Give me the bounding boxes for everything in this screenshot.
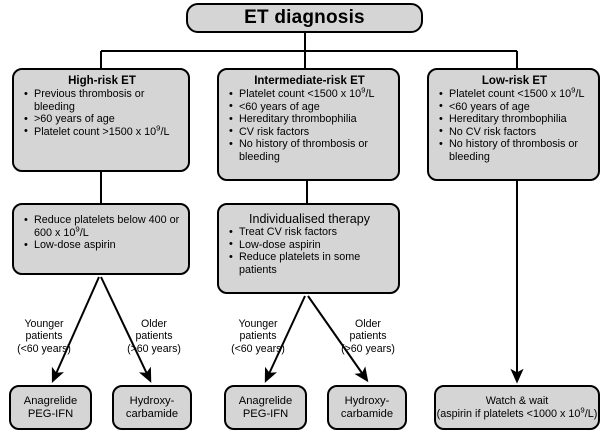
high-risk-treatment-box: Reduce platelets below 400 or 600 x 109/… bbox=[12, 203, 190, 275]
list-item: No history of thrombosis or bleeding bbox=[228, 138, 391, 163]
list-item: Hereditary thrombophilia bbox=[228, 113, 391, 126]
page-title: ET diagnosis bbox=[244, 7, 365, 28]
list-item: Low-dose aspirin bbox=[23, 239, 181, 252]
intermediate-risk-title: Intermediate-risk ET bbox=[254, 75, 365, 87]
outcome-box-left-anagrelide: Anagrelide PEG-IFN bbox=[9, 385, 92, 430]
list-item: Hereditary thrombophilia bbox=[438, 113, 591, 126]
intermediate-risk-criteria-list: Platelet count <1500 x 109/L <60 years o… bbox=[228, 86, 391, 164]
list-item: Platelet count <1500 x 109/L bbox=[228, 86, 391, 101]
branch-label-left-older: Older patients (>60 years) bbox=[127, 318, 181, 355]
low-risk-box: Low-risk ET Platelet count <1500 x 109/L… bbox=[427, 68, 600, 181]
outcome-label: Hydroxy- carbamide bbox=[340, 394, 394, 420]
outcome-box-middle-hydroxycarbamide: Hydroxy- carbamide bbox=[327, 385, 407, 430]
list-item: <60 years of age bbox=[438, 100, 591, 114]
diagnosis-title-box: ET diagnosis bbox=[186, 3, 423, 33]
list-item: Low-dose aspirin bbox=[228, 238, 391, 252]
outcome-box-watch-and-wait: Watch & wait(aspirin if platelets <1000 … bbox=[434, 385, 600, 430]
low-risk-title: Low-risk ET bbox=[481, 75, 548, 87]
branch-label-middle-older: Older patients (>60 years) bbox=[341, 318, 395, 355]
outcome-label: Hydroxy- carbamide bbox=[125, 394, 179, 420]
list-item: >60 years of age bbox=[23, 113, 181, 126]
individualised-therapy-box: Individualised therapy Treat CV risk fac… bbox=[217, 203, 400, 294]
outcome-label: Anagrelide PEG-IFN bbox=[23, 394, 78, 420]
outcome-label: Anagrelide PEG-IFN bbox=[238, 394, 293, 420]
high-risk-box: High-risk ET Previous thrombosis or blee… bbox=[12, 68, 190, 172]
list-item: Previous thrombosis or bleeding bbox=[23, 87, 181, 113]
list-item: No history of thrombosis or bleeding bbox=[438, 138, 591, 163]
branch-label-left-younger: Younger patients (<60 years) bbox=[17, 318, 71, 355]
list-item: <60 years of age bbox=[228, 100, 391, 114]
list-item: Reduce platelets in some patients bbox=[228, 251, 391, 276]
low-risk-criteria-list: Platelet count <1500 x 109/L <60 years o… bbox=[438, 86, 591, 164]
list-item: Treat CV risk factors bbox=[228, 226, 391, 239]
list-item: CV risk factors bbox=[228, 125, 391, 139]
high-risk-treatment-list: Reduce platelets below 400 or 600 x 109/… bbox=[23, 213, 181, 252]
branch-label-middle-younger: Younger patients (<60 years) bbox=[231, 318, 285, 355]
list-item: Reduce platelets below 400 or 600 x 109/… bbox=[23, 213, 181, 239]
outcome-box-left-hydroxycarbamide: Hydroxy- carbamide bbox=[112, 385, 192, 430]
outcome-box-middle-anagrelide: Anagrelide PEG-IFN bbox=[224, 385, 307, 430]
high-risk-criteria-list: Previous thrombosis or bleeding >60 year… bbox=[23, 87, 181, 139]
individualised-therapy-list: Treat CV risk factors Low-dose aspirin R… bbox=[228, 226, 391, 276]
list-item: Platelet count <1500 x 109/L bbox=[438, 86, 591, 101]
list-item: Platelet count >1500 x 109/L bbox=[23, 124, 181, 139]
intermediate-risk-box: Intermediate-risk ET Platelet count <150… bbox=[217, 68, 400, 181]
outcome-label: Watch & wait(aspirin if platelets <1000 … bbox=[436, 394, 598, 420]
list-item: No CV risk factors bbox=[438, 125, 591, 139]
individualised-therapy-title: Individualised therapy bbox=[249, 212, 370, 226]
high-risk-title: High-risk ET bbox=[68, 75, 136, 87]
